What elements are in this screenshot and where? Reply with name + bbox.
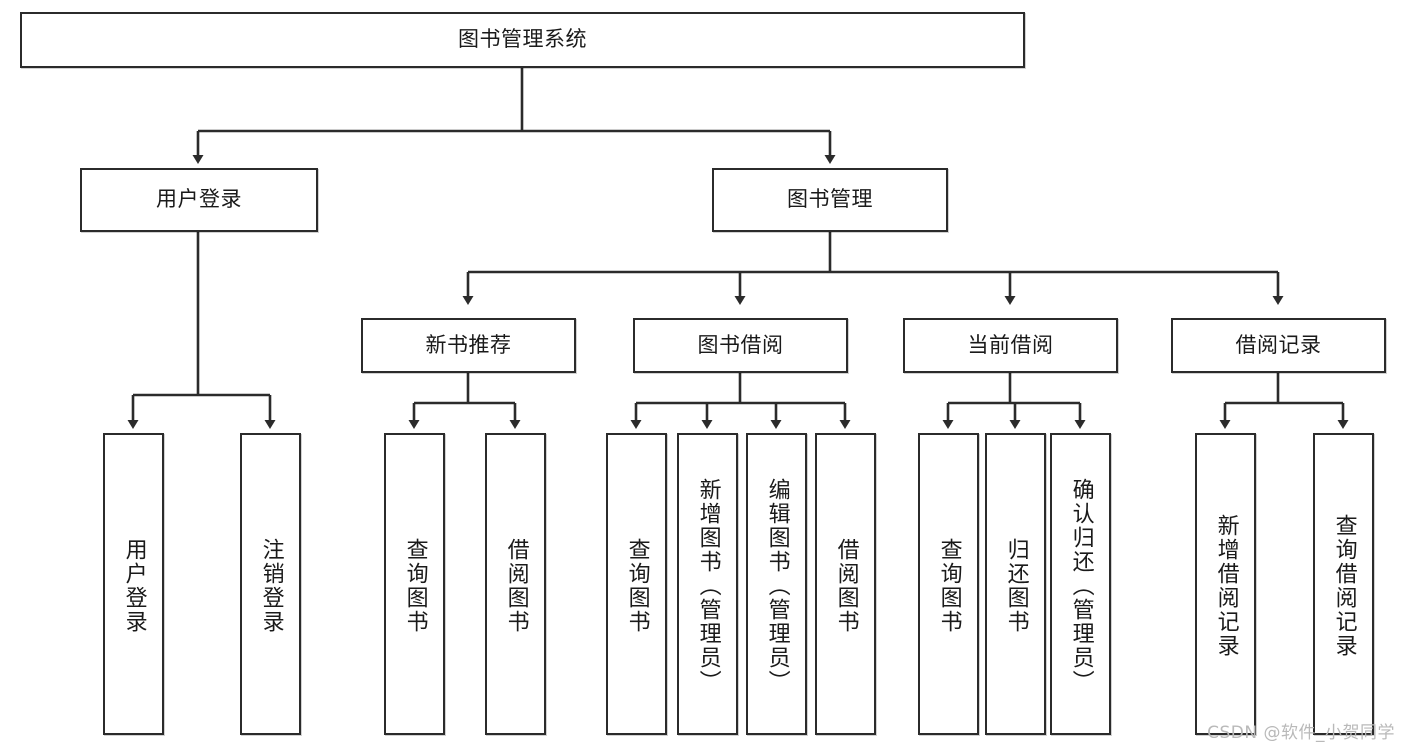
- node-current-borrow[interactable]: 当前借阅: [903, 318, 1118, 373]
- leaf-query-borrow-record[interactable]: 查询借阅记录: [1313, 433, 1374, 735]
- leaf-borrow-book[interactable]: 借阅图书: [815, 433, 876, 735]
- leaf-add-borrow-record-label: 新增借阅记录: [1213, 514, 1239, 658]
- leaf-return-book[interactable]: 归还图书: [985, 433, 1046, 735]
- node-root-system[interactable]: 图书管理系统: [20, 12, 1025, 68]
- node-book-manage[interactable]: 图书管理: [712, 168, 948, 232]
- leaf-logout-label: 注销登录: [258, 538, 284, 634]
- leaf-add-book-admin[interactable]: 新增图书（管理员）: [677, 433, 738, 735]
- leaf-borrow-book-recommend-label: 借阅图书: [503, 538, 529, 634]
- leaf-return-book-label: 归还图书: [1003, 538, 1029, 634]
- leaf-query-book-recommend[interactable]: 查询图书: [384, 433, 445, 735]
- node-book-borrow-label: 图书借阅: [697, 332, 784, 357]
- leaf-query-book-recommend-label: 查询图书: [402, 538, 428, 634]
- node-new-book-recommend[interactable]: 新书推荐: [361, 318, 576, 373]
- leaf-confirm-return-admin[interactable]: 确认归还（管理员）: [1050, 433, 1111, 735]
- leaf-confirm-return-admin-label: 确认归还（管理员）: [1068, 478, 1094, 694]
- node-user-login-label: 用户登录: [156, 187, 242, 212]
- node-root-system-label: 图书管理系统: [458, 27, 587, 52]
- leaf-query-book-borrow[interactable]: 查询图书: [606, 433, 667, 735]
- node-new-book-recommend-label: 新书推荐: [425, 332, 512, 357]
- node-current-borrow-label: 当前借阅: [967, 332, 1054, 357]
- watermark-text: CSDN @软件_小贺同学: [1207, 723, 1395, 743]
- node-borrow-record[interactable]: 借阅记录: [1171, 318, 1386, 373]
- leaf-query-borrow-record-label: 查询借阅记录: [1331, 514, 1357, 658]
- leaf-query-book-borrow-label: 查询图书: [624, 538, 650, 634]
- node-user-login[interactable]: 用户登录: [80, 168, 318, 232]
- node-book-manage-label: 图书管理: [787, 187, 873, 212]
- leaf-query-book-current[interactable]: 查询图书: [918, 433, 979, 735]
- leaf-user-login-label: 用户登录: [121, 538, 147, 634]
- leaf-borrow-book-label: 借阅图书: [833, 538, 859, 634]
- leaf-logout[interactable]: 注销登录: [240, 433, 301, 735]
- leaf-add-borrow-record[interactable]: 新增借阅记录: [1195, 433, 1256, 735]
- leaf-add-book-admin-label: 新增图书（管理员）: [695, 478, 721, 694]
- node-borrow-record-label: 借阅记录: [1235, 332, 1322, 357]
- leaf-user-login[interactable]: 用户登录: [103, 433, 164, 735]
- leaf-query-book-current-label: 查询图书: [936, 538, 962, 634]
- leaf-edit-book-admin[interactable]: 编辑图书（管理员）: [746, 433, 807, 735]
- leaf-edit-book-admin-label: 编辑图书（管理员）: [764, 478, 790, 694]
- node-book-borrow[interactable]: 图书借阅: [633, 318, 848, 373]
- leaf-borrow-book-recommend[interactable]: 借阅图书: [485, 433, 546, 735]
